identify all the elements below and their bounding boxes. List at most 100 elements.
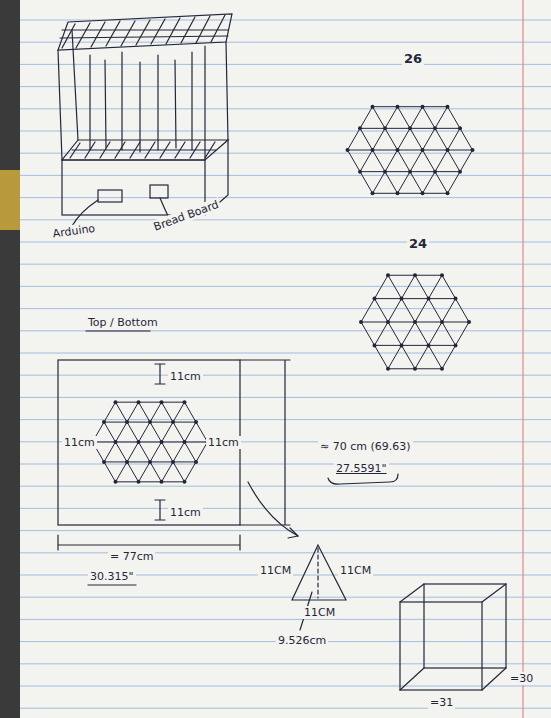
grid-line [375,298,402,299]
ruled-line [20,619,551,620]
grid-line [398,172,411,194]
grid-line [442,275,456,298]
grid-line [410,150,423,172]
grid-line [116,422,128,442]
ruled-line [20,353,551,354]
grid-node [160,480,164,484]
ruled-line [20,708,551,709]
grid-line [173,402,185,422]
grid-node [386,320,390,324]
grid-node [137,440,141,444]
grid-node [386,273,390,277]
grid-node [194,460,198,464]
grid-line [139,442,162,443]
dimension: 30.315" [88,570,136,583]
grid-line [139,481,162,482]
ruled-line [20,286,551,287]
grid-line [150,462,162,482]
grid-line [415,275,442,276]
grid-line [415,322,442,323]
ruled-line [20,175,551,176]
grid-line [375,299,389,322]
grid-line [398,150,423,151]
grid-line [385,107,398,129]
grid-line [104,422,116,442]
grid-node [383,170,387,174]
grid-line [116,442,139,443]
grid-line [185,442,208,443]
grid-line [375,345,389,368]
grid-line [385,171,410,172]
grid-line [373,193,398,194]
grid-line [162,402,185,403]
grid-line [127,422,139,442]
grid-line [373,150,386,172]
grid-line [185,442,197,462]
grid-line [348,150,361,172]
grid-node [440,320,444,324]
grid-node [114,400,118,404]
grid-line [139,402,162,403]
grid-line [460,128,473,150]
grid-line [348,150,373,151]
grid-line [373,150,398,151]
grid-line [460,150,473,172]
grid-line [373,128,386,150]
grid-line [388,299,402,322]
ruled-line [20,64,551,65]
grid-line [429,345,456,346]
grid-line [442,299,456,322]
grid-line [348,128,361,150]
grid-node [396,148,400,152]
grid-line [373,107,386,129]
grid-node [171,460,175,464]
grid-line [360,172,373,194]
margin-line [522,0,523,718]
grid-line [398,193,423,194]
grid-node [148,420,152,424]
grid-line [429,345,443,368]
ruled-lines [20,20,551,708]
grid-line [162,462,174,482]
grid-line [360,150,373,172]
ruled-line [20,264,551,265]
grid-line [448,150,461,172]
grid-line [150,422,162,442]
grid-line [116,402,128,422]
grid-node [358,170,362,174]
grid-line [435,171,460,172]
grid-node [396,105,400,109]
ruled-line [20,219,551,220]
part-label: Bread Board [150,197,222,234]
grid-line [162,422,174,442]
grid-node [467,320,471,324]
grid-line [185,462,197,482]
grid-node [373,297,377,301]
grid-node [454,297,458,301]
grid-line [139,442,151,462]
dimension: 11cm [168,506,203,519]
dimension: ≈ 70 cm (69.63) [318,440,413,453]
grid-node [359,320,363,324]
grid-line [139,422,151,442]
grid-line [139,462,151,482]
grid-node [137,480,141,484]
grid-node [421,191,425,195]
grid-node [183,400,187,404]
grid-line [375,322,389,345]
ruled-line [20,330,551,331]
grid-line [448,150,473,151]
grid-line [116,402,139,403]
grid-node [171,420,175,424]
grid-line [104,422,127,423]
grid-line [388,322,415,323]
grid-node [183,480,187,484]
grid-line [173,422,185,442]
triangle-detail [292,545,346,630]
grid-line [423,128,436,150]
grid-line [442,345,456,368]
grid-line [360,128,385,129]
grid-line [456,299,470,322]
grid-node [358,126,362,130]
grid-node [413,367,417,371]
